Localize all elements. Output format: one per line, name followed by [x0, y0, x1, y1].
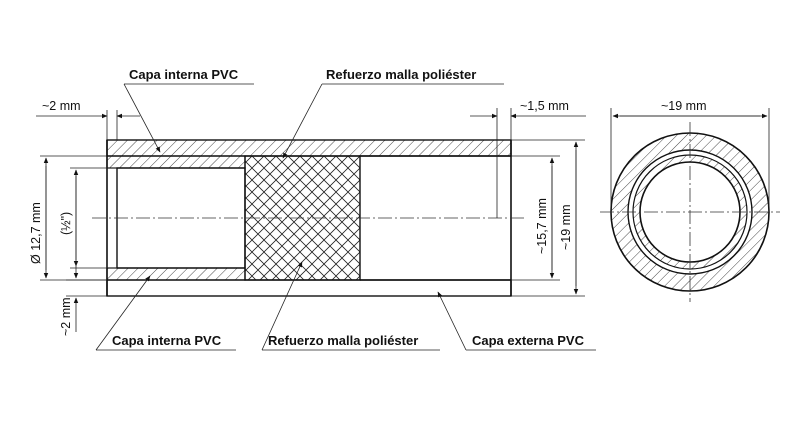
label-reinforcement-top: Refuerzo malla poliéster: [326, 67, 476, 82]
label-outer-layer-bottom: Capa externa PVC: [472, 333, 585, 348]
end-view: [600, 122, 780, 302]
dimension-lines: [36, 108, 770, 332]
dim-outer-diameter-side: ~19 mm: [559, 204, 573, 250]
dim-outer-diameter-end: ~19 mm: [661, 99, 707, 113]
dim-reinforcement-diameter: ~15,7 mm: [535, 198, 549, 254]
outer-wall-bottom: [106, 279, 512, 297]
dim-wall-bottom-left: ~2 mm: [59, 297, 73, 336]
dim-inner-diameter: Ø 12,7 mm: [29, 202, 43, 264]
inner-layer-top: [106, 155, 246, 169]
label-reinforcement-bottom: Refuerzo malla poliéster: [268, 333, 418, 348]
longitudinal-section: [92, 139, 525, 297]
dim-wall-top-right: ~1,5 mm: [520, 99, 569, 113]
dim-inner-diameter-inch: (½"): [59, 212, 73, 235]
label-inner-layer-bottom: Capa interna PVC: [112, 333, 222, 348]
outer-wall-top: [106, 139, 512, 157]
dim-wall-top-left: ~2 mm: [42, 99, 81, 113]
leader-lines: [95, 83, 596, 351]
inner-layer-bottom: [106, 267, 246, 281]
label-inner-layer-top: Capa interna PVC: [129, 67, 239, 82]
